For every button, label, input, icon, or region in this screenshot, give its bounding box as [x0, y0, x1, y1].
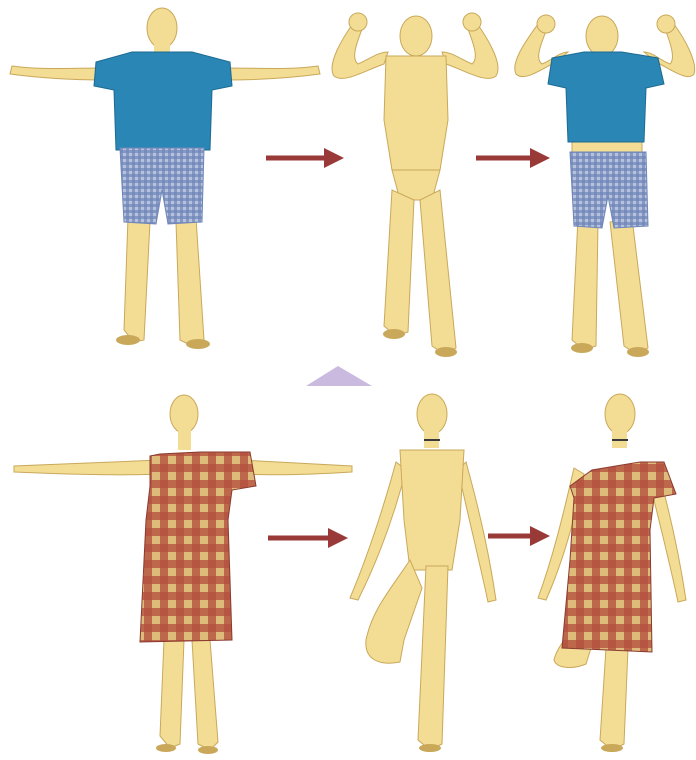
triangle-icon — [306, 366, 372, 386]
female-kneeraise-body — [350, 394, 496, 752]
male-flex-body — [332, 13, 498, 357]
female-tpose-dressed — [14, 395, 352, 754]
male-flex-dressed — [515, 15, 695, 357]
female-kneeraise-dressed — [538, 394, 686, 752]
male-tpose-dressed — [10, 8, 320, 349]
